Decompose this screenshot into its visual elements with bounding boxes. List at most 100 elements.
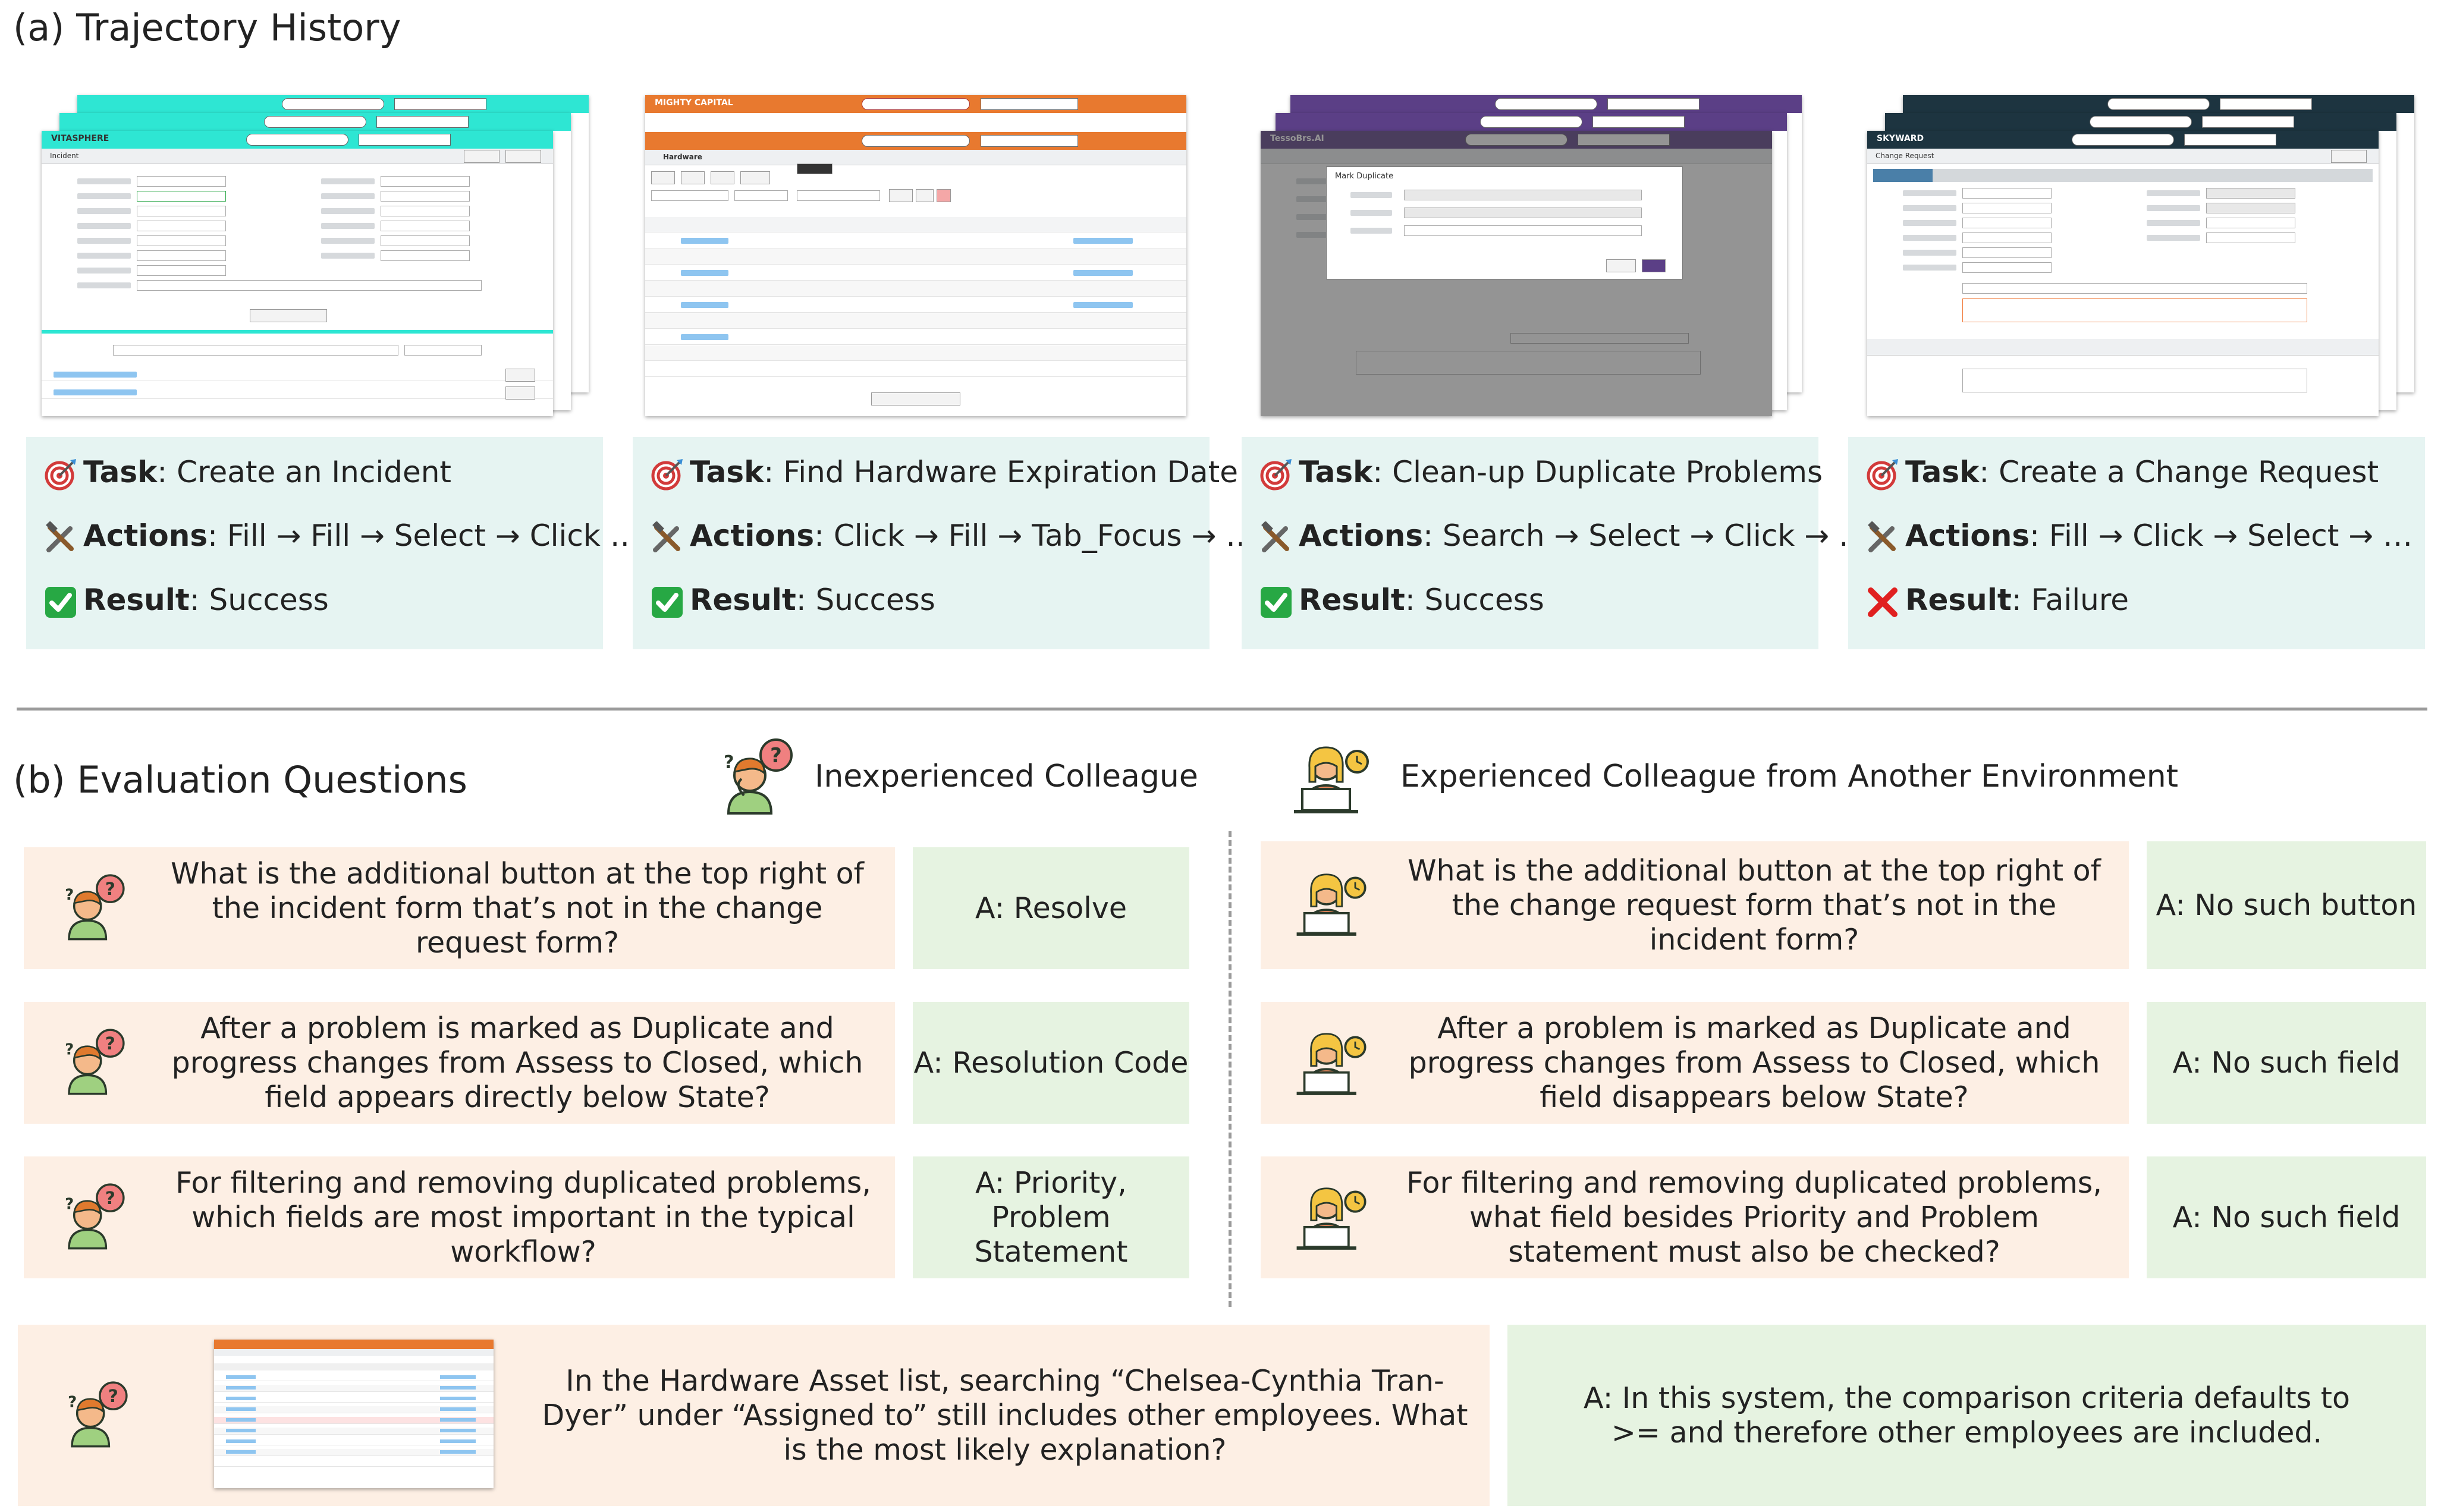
persona-inexperienced: Inexperienced Colleague (815, 759, 1198, 794)
task-label: Task (1299, 455, 1373, 489)
result-text: : Failure (2011, 583, 2129, 617)
answer-text: A: Resolution Code (913, 1045, 1189, 1080)
task-line: Task: Create a Change Request (1866, 455, 2379, 491)
screenshot-duplicate-stack: TessoBrs.AI Mark Duplicate (1261, 95, 1808, 416)
question-box-left-1: ?? What is the additional button at the … (24, 847, 895, 969)
result-label: Result (83, 583, 190, 617)
result-text: : Success (189, 583, 329, 617)
result-label: Result (1905, 583, 2012, 617)
confused-person-icon: ?? (65, 1029, 125, 1095)
screenshot-hardware-list: MIGHTY CAPITAL Hardware (645, 95, 1186, 416)
screenshot-incident-form: VITASPHERE Incident (42, 131, 553, 416)
task-card-2: Task: Find Hardware Expiration Date Acti… (633, 437, 1255, 649)
target-icon (651, 458, 683, 490)
screenshot-change-request-form: SKYWARD Change Request (1867, 131, 2379, 416)
actions-label: Actions (690, 518, 815, 553)
screenshot-mark-duplicate: TessoBrs.AI Mark Duplicate (1261, 131, 1772, 416)
svg-text:?: ? (105, 1033, 115, 1054)
task-card-4: Task: Create a Change Request Actions: F… (1848, 437, 2425, 649)
screenshot-form-name: Change Request (1876, 152, 1934, 160)
question-box-right-3: For filtering and removing duplicated pr… (1261, 1156, 2129, 1278)
question-box-left-2: ?? After a problem is marked as Duplicat… (24, 1002, 895, 1124)
question-text: In the Hardware Asset list, searching “C… (542, 1363, 1468, 1467)
screenshot-incident-stack: VITASPHERE Incident (42, 95, 589, 416)
check-icon (1261, 586, 1292, 618)
laptop-person-icon (1296, 1187, 1366, 1250)
question-box-left-3: ?? For filtering and removing duplicated… (24, 1156, 895, 1278)
laptop-person-icon (1296, 1033, 1366, 1095)
confused-person-icon: ? ? (724, 738, 793, 815)
svg-text:?: ? (65, 1196, 74, 1214)
answer-box-right-3: A: No such field (2147, 1156, 2426, 1278)
screenshot-form-name: Incident (50, 152, 79, 160)
tools-icon (652, 521, 680, 552)
question-text: What is the additional button at the top… (1408, 853, 2101, 957)
answer-box-bottom: A: In this system, the comparison criter… (1507, 1325, 2426, 1506)
result-text: : Success (796, 583, 935, 617)
screenshot-brand: VITASPHERE (51, 134, 109, 143)
task-card-1: Task: Create an Incident Actions: Fill →… (26, 437, 640, 649)
answer-box-left-1: A: Resolve (913, 847, 1189, 969)
actions-text: : Search → Select → Click → … (1423, 518, 1869, 553)
answer-text: A: No such field (2172, 1200, 2401, 1234)
actions-text: : Fill → Fill → Select → Click … (208, 518, 640, 553)
question-text: For filtering and removing duplicated pr… (1406, 1165, 2102, 1269)
result-line: Result: Success (44, 583, 329, 619)
question-text: What is the additional button at the top… (171, 856, 864, 960)
question-text: For filtering and removing duplicated pr… (175, 1165, 871, 1269)
result-label: Result (690, 583, 796, 617)
column-divider (1229, 831, 1232, 1307)
result-label: Result (1299, 583, 1405, 617)
check-icon (652, 586, 683, 618)
task-text: : Find Hardware Expiration Date (764, 455, 1238, 489)
cross-icon (1868, 587, 1898, 617)
answer-text: A: In this system, the comparison criter… (1584, 1381, 2350, 1450)
question-text: After a problem is marked as Duplicate a… (1408, 1011, 2100, 1114)
task-text: : Clean-up Duplicate Problems (1372, 455, 1823, 489)
question-box-right-1: What is the additional button at the top… (1261, 841, 2129, 969)
answer-text: A: No such button (2156, 888, 2417, 922)
screenshot-form-name: Hardware (663, 153, 702, 161)
confused-person-icon: ?? (68, 1381, 128, 1448)
screenshot-change-request-stack: SKYWARD Change Request (1867, 95, 2414, 416)
task-label: Task (83, 455, 158, 489)
target-icon (1260, 458, 1292, 490)
actions-text: : Fill → Click → Select → … (2030, 518, 2413, 553)
section-divider (17, 708, 2427, 711)
actions-label: Actions (1905, 518, 2030, 553)
task-text: : Create an Incident (157, 455, 452, 489)
check-icon (45, 586, 76, 618)
answer-text: A: Resolve (975, 891, 1127, 925)
tools-icon (1261, 521, 1289, 552)
actions-line: Actions: Click → Fill → Tab_Focus → … (651, 518, 1255, 555)
task-line: Task: Find Hardware Expiration Date (651, 455, 1238, 491)
answer-box-right-2: A: No such field (2147, 1002, 2426, 1124)
tools-icon (46, 521, 74, 552)
persona-experienced: Experienced Colleague from Another Envir… (1400, 759, 2179, 794)
task-line: Task: Clean-up Duplicate Problems (1259, 455, 1823, 491)
svg-text:?: ? (105, 1188, 115, 1208)
answer-box-left-2: A: Resolution Code (913, 1002, 1189, 1124)
svg-text:?: ? (770, 744, 782, 768)
svg-text:?: ? (65, 1041, 74, 1059)
target-icon (1867, 458, 1898, 490)
actions-text: : Click → Fill → Tab_Focus → … (814, 518, 1256, 553)
question-box-right-2: After a problem is marked as Duplicate a… (1261, 1002, 2129, 1124)
actions-label: Actions (83, 518, 208, 553)
svg-text:?: ? (105, 879, 115, 899)
actions-line: Actions: Search → Select → Click → … (1259, 518, 1868, 555)
confused-person-icon: ?? (65, 1183, 125, 1250)
screenshot-form-name: Mark Duplicate (1335, 172, 1394, 181)
actions-line: Actions: Fill → Fill → Select → Click … (44, 518, 640, 555)
task-card-3: Task: Clean-up Duplicate Problems Action… (1242, 437, 1868, 649)
task-text: : Create a Change Request (1979, 455, 2379, 489)
task-label: Task (690, 455, 764, 489)
laptop-person-icon (1296, 873, 1366, 936)
svg-text:?: ? (724, 752, 734, 773)
screenshot-brand: MIGHTY CAPITAL (655, 98, 733, 108)
confused-person-icon: ?? (65, 874, 125, 941)
result-line: Result: Success (651, 583, 935, 619)
question-text: After a problem is marked as Duplicate a… (171, 1011, 863, 1114)
answer-text: A: Priority, Problem Statement (974, 1165, 1128, 1269)
laptop-person-icon (1294, 746, 1369, 813)
